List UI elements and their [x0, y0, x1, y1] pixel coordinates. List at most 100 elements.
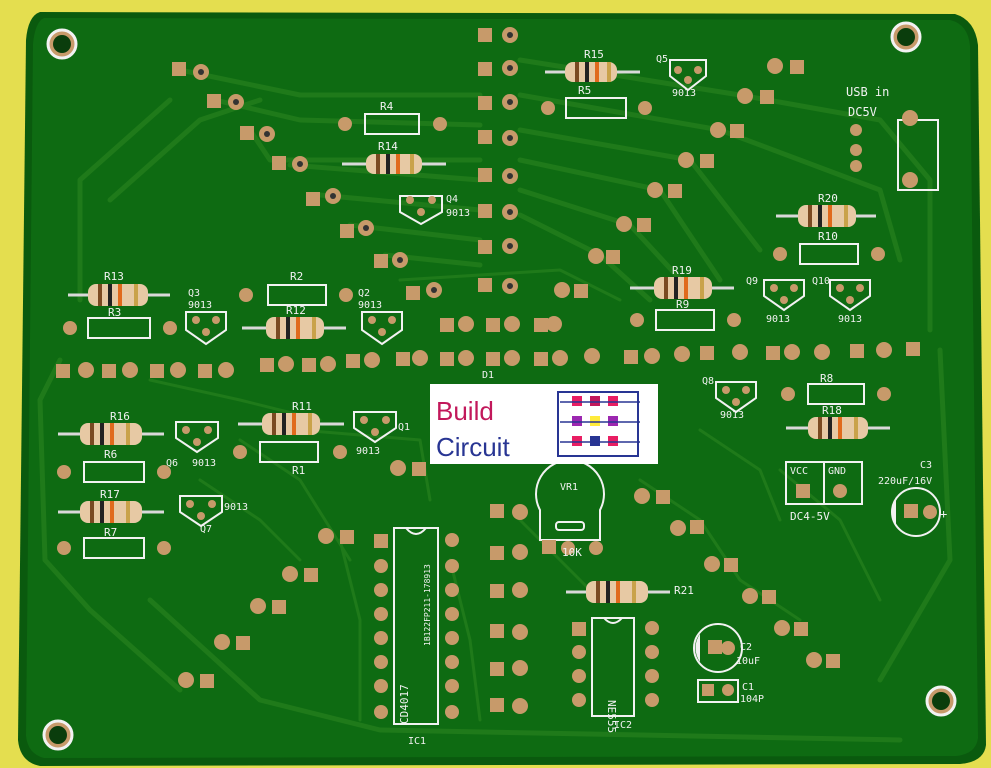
resistor-r7: [57, 537, 171, 559]
label-r1: R1: [292, 464, 305, 477]
label-r9: R9: [676, 298, 689, 311]
pad-pair: [172, 62, 209, 80]
label-q3-part: 9013: [188, 300, 212, 311]
label-d1: D1: [482, 370, 494, 381]
label-q6: Q6: [166, 458, 178, 469]
label-q7-part: 9013: [224, 502, 248, 513]
resistor-r1: [233, 441, 347, 463]
pad-pair: [406, 282, 442, 300]
brand-line1: Build: [436, 396, 494, 426]
label-q1-part: 9013: [356, 446, 380, 457]
resistor-r15: [545, 62, 640, 82]
label-r10: R10: [818, 230, 838, 243]
label-q9: Q9: [746, 276, 758, 287]
resistor-r5: [541, 97, 652, 119]
right-diagonal-pads: [554, 58, 804, 298]
label-q5-part: 9013: [672, 88, 696, 99]
silkscreen-labels: R4 R5 R15 R14 R2 R12 R13 R3 R19 R9 R20 R…: [100, 48, 947, 747]
label-r15: R15: [584, 48, 604, 61]
resistor-outlines: [57, 97, 891, 559]
ic2-footprint: [572, 617, 659, 717]
label-c3: C3: [920, 460, 932, 471]
label-r20: R20: [818, 192, 838, 205]
horizontal-pad-row: [56, 342, 920, 378]
label-q10-part: 9013: [838, 314, 862, 325]
populated-resistors: [58, 62, 890, 603]
center-column-pads: [478, 27, 518, 294]
label-vr1-value: 10K: [562, 546, 582, 559]
c2-footprint: [693, 623, 743, 673]
label-q1: Q1: [398, 422, 410, 433]
label-ic2: IC2: [614, 720, 632, 731]
power-pads: [785, 461, 863, 505]
label-gnd: GND: [828, 466, 846, 477]
brand-logo: Build Circuit: [430, 384, 658, 464]
label-ic1: IC1: [408, 736, 426, 747]
mounting-hole-drill: [897, 28, 915, 46]
pad-pair: [272, 156, 308, 172]
label-ic1-part: CD4017: [398, 684, 411, 724]
resistor-r10: [773, 243, 885, 265]
label-r7: R7: [104, 526, 117, 539]
transistor-q8: [715, 381, 757, 414]
label-r12: R12: [286, 304, 306, 317]
label-r2: R2: [290, 270, 303, 283]
resistor-r6: [57, 461, 171, 483]
resistor-r9: [630, 309, 741, 331]
label-r6: R6: [104, 448, 117, 461]
resistor-r18: [786, 417, 890, 439]
transistor-q1: [353, 411, 397, 444]
label-q2-part: 9013: [358, 300, 382, 311]
resistor-r13: [68, 284, 170, 306]
label-q6-part: 9013: [192, 458, 216, 469]
resistor-r19: [630, 277, 734, 299]
label-ic2-part: NE555: [605, 700, 618, 733]
pad-pair: [306, 188, 341, 206]
pad-pair: [207, 94, 244, 110]
pad-pair: [374, 252, 408, 268]
label-r3: R3: [108, 306, 121, 319]
resistor-r11: [238, 413, 344, 435]
label-r8: R8: [820, 372, 833, 385]
transistor-outlines: [175, 59, 871, 528]
label-r4: R4: [380, 100, 394, 113]
label-q5: Q5: [656, 54, 668, 65]
usb-connector: [850, 110, 939, 191]
label-q8: Q8: [702, 376, 714, 387]
label-ic1-code: 1B122FP211-178913: [423, 564, 432, 646]
resistor-r20: [776, 205, 876, 227]
mounting-hole-drill: [932, 692, 950, 710]
transistor-q4: [399, 195, 443, 226]
label-q7: Q7: [200, 524, 212, 535]
led-pads: [172, 62, 442, 300]
label-r5: R5: [578, 84, 591, 97]
c3-footprint: [891, 487, 941, 537]
label-r21: R21: [674, 584, 694, 597]
label-dc-range: DC4-5V: [790, 510, 830, 523]
c1-footprint: [697, 679, 739, 703]
label-r16: R16: [110, 410, 130, 423]
label-c3-value: 220uF/16V: [878, 476, 932, 487]
resistor-r17: [58, 501, 164, 523]
label-r19: R19: [672, 264, 692, 277]
label-q3: Q3: [188, 288, 200, 299]
transistor-q7: [179, 495, 223, 528]
label-q4-part: 9013: [446, 208, 470, 219]
transistor-q6: [175, 421, 219, 454]
resistor-r2: [239, 284, 353, 306]
label-r13: R13: [104, 270, 124, 283]
transistor-q5: [669, 59, 707, 92]
label-c2-value: 10uF: [736, 656, 760, 667]
transistor-q10: [829, 279, 871, 312]
logo-sticker: [430, 384, 658, 464]
label-usb-in: USB in: [846, 85, 889, 99]
vr1-footprint: [535, 459, 605, 555]
resistor-r3: [63, 317, 177, 339]
transistor-q9: [763, 279, 805, 312]
resistor-r4: [338, 113, 447, 135]
resistor-r21: [566, 581, 670, 603]
transistor-q3: [185, 311, 227, 346]
label-q2: Q2: [358, 288, 370, 299]
